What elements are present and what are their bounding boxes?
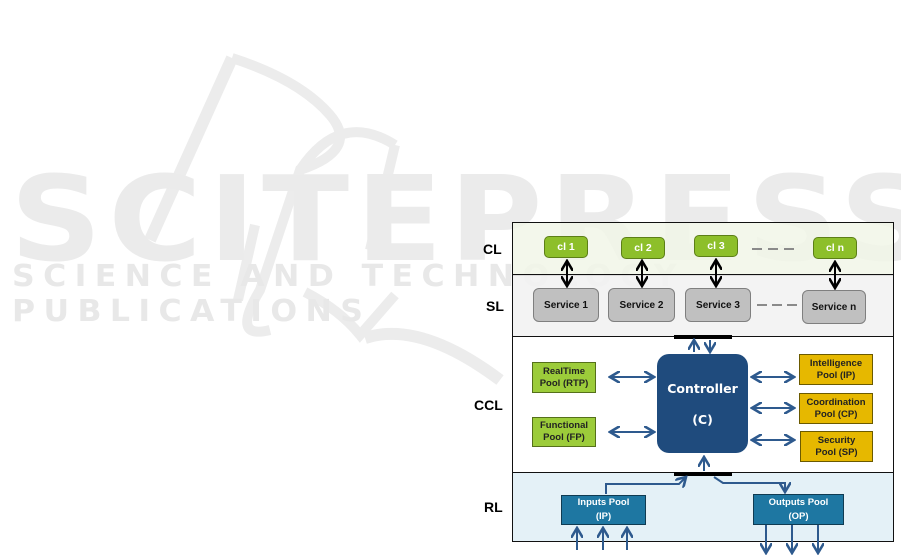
client-box-3: cl 3 xyxy=(694,235,738,257)
intelligence-pool: Intelligence Pool (IP) xyxy=(799,354,873,385)
client-label: cl 1 xyxy=(557,241,575,253)
functional-pool: Functional Pool (FP) xyxy=(532,417,596,447)
pool-line2: (IP) xyxy=(595,511,612,522)
realtime-pool: RealTime Pool (RTP) xyxy=(532,362,596,393)
security-pool: Security Pool (SP) xyxy=(800,431,873,462)
service-label: Service 1 xyxy=(544,299,588,311)
service-box-n: Service n xyxy=(802,290,866,324)
pool-line2: (OP) xyxy=(788,510,809,522)
pool-line1: Security xyxy=(817,434,856,446)
pool-line1: Coordination xyxy=(806,396,866,408)
ellipsis-dash xyxy=(768,248,778,250)
coordination-pool: Coordination Pool (CP) xyxy=(799,393,873,424)
pool-line2: Pool (RTP) xyxy=(539,377,589,389)
client-box-1: cl 1 xyxy=(544,236,588,258)
pool-line1: Functional xyxy=(539,420,589,431)
pool-line2: Pool (IP) xyxy=(816,369,856,381)
pool-line1: RealTime xyxy=(542,365,586,377)
ellipsis-dash xyxy=(752,248,762,250)
client-label: cl n xyxy=(825,242,845,254)
service-label: Service 2 xyxy=(619,299,664,311)
inputs-pool: Inputs Pool (IP) xyxy=(561,495,646,525)
top-bus-bar xyxy=(674,335,732,339)
pool-line2: Pool (FP) xyxy=(543,432,585,443)
layer-label-sl: SL xyxy=(486,298,504,314)
pool-line2: Pool (SP) xyxy=(815,446,858,458)
service-box-3: Service 3 xyxy=(685,288,751,322)
client-label: cl 3 xyxy=(707,240,725,252)
ellipsis-dash xyxy=(757,304,767,306)
service-label: Service n xyxy=(811,301,857,313)
pool-line1: Outputs Pool xyxy=(768,496,829,508)
service-box-2: Service 2 xyxy=(608,288,675,322)
layer-label-rl: RL xyxy=(484,499,503,515)
layer-label-cl: CL xyxy=(483,241,502,257)
controller-box: Controller (C) xyxy=(657,354,748,453)
controller-abbr: (C) xyxy=(692,411,713,427)
bottom-bus-bar xyxy=(674,472,732,476)
service-box-1: Service 1 xyxy=(533,288,599,322)
ellipsis-dash xyxy=(784,248,794,250)
client-box-2: cl 2 xyxy=(621,237,665,259)
pool-line1: Intelligence xyxy=(809,357,863,369)
ellipsis-dash xyxy=(772,304,782,306)
client-label: cl 2 xyxy=(634,242,652,254)
ellipsis-dash xyxy=(787,304,797,306)
pool-line2: Pool (CP) xyxy=(814,408,858,420)
outputs-pool: Outputs Pool (OP) xyxy=(753,494,844,525)
controller-name: Controller xyxy=(667,380,738,396)
service-label: Service 3 xyxy=(696,299,740,311)
client-box-n: cl n xyxy=(813,237,857,259)
layer-label-ccl: CCL xyxy=(474,397,503,413)
pool-line1: Inputs Pool xyxy=(577,497,630,508)
